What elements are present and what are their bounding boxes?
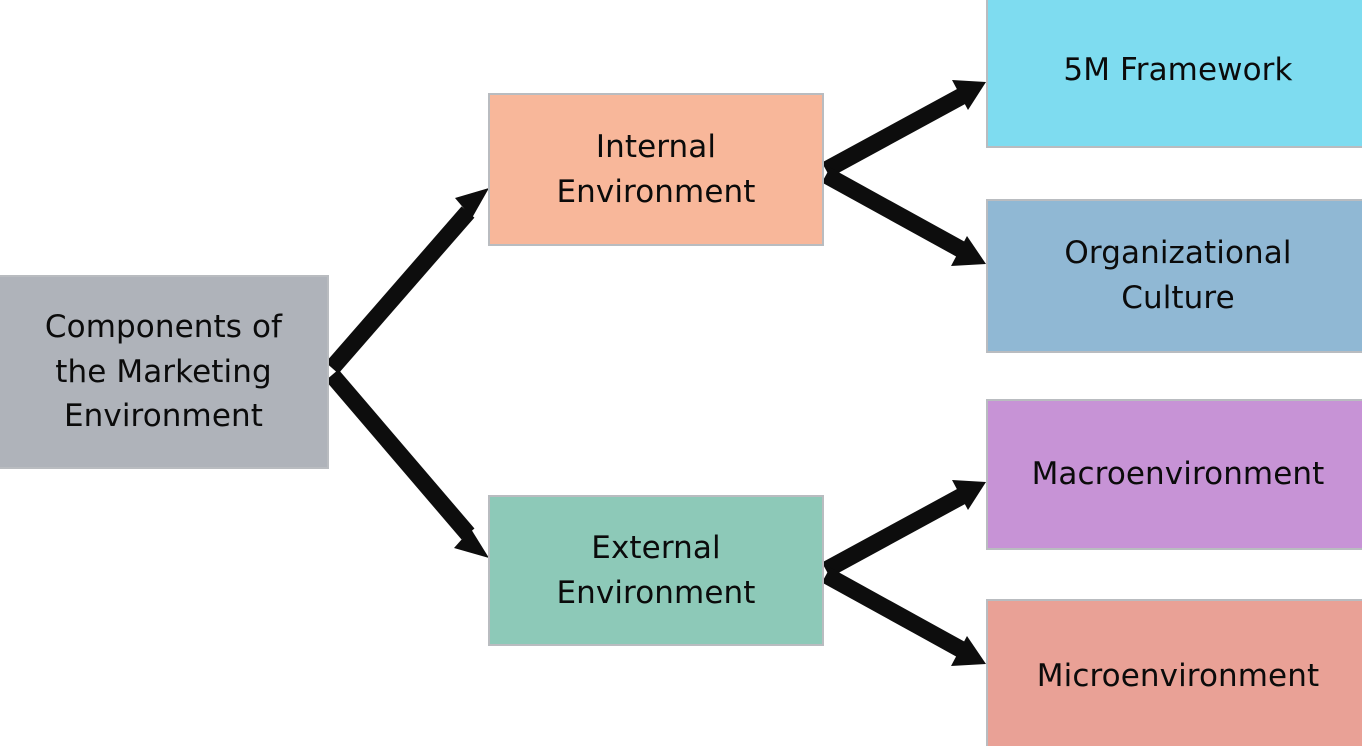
edge-internal-to-5m <box>821 80 986 178</box>
node-external-environment[interactable]: External Environment <box>488 495 824 646</box>
edge-root-to-internal <box>325 188 489 374</box>
node-internal-environment[interactable]: Internal Environment <box>488 93 824 246</box>
node-microenvironment[interactable]: Microenvironment <box>986 599 1362 746</box>
node-components-of-the-marketing-environment[interactable]: Components of the Marketing Environment <box>0 275 329 469</box>
node-organizational-culture[interactable]: Organizational Culture <box>986 199 1362 353</box>
edge-external-to-micro <box>821 567 986 666</box>
edge-internal-to-org-culture <box>821 167 986 266</box>
node-macroenvironment[interactable]: Macroenvironment <box>986 399 1362 550</box>
node-5m-framework[interactable]: 5M Framework <box>986 0 1362 148</box>
edge-root-to-external <box>325 369 489 558</box>
edge-external-to-macro <box>821 480 986 578</box>
